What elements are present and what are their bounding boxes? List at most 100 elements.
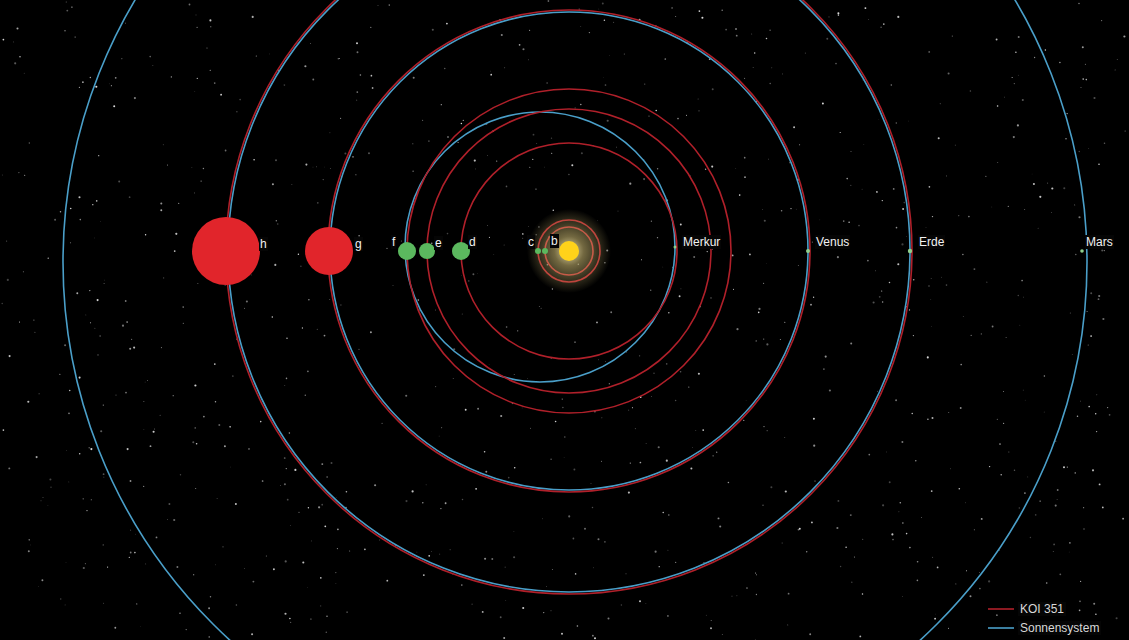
star-dot bbox=[785, 490, 787, 492]
star-dot bbox=[1, 174, 3, 176]
star-dot bbox=[913, 335, 914, 336]
star-dot bbox=[370, 331, 372, 333]
star-dot bbox=[979, 572, 981, 574]
star-dot bbox=[766, 38, 768, 40]
star-dot bbox=[413, 77, 415, 79]
star-dot bbox=[1123, 35, 1125, 37]
star-dot bbox=[196, 27, 197, 28]
star-dot bbox=[14, 62, 16, 64]
star-dot bbox=[917, 561, 919, 563]
star-dot bbox=[1000, 474, 1001, 475]
star-dot bbox=[64, 344, 66, 346]
star-dot bbox=[1065, 138, 1067, 140]
star-dot bbox=[284, 613, 286, 615]
star-dot bbox=[749, 253, 751, 255]
star-dot bbox=[624, 53, 625, 54]
star-dot bbox=[675, 400, 677, 402]
star-dot bbox=[503, 637, 505, 639]
star-dot bbox=[912, 413, 913, 414]
star-dot bbox=[298, 253, 299, 254]
legend-text: Sonnensystem bbox=[1018, 621, 1101, 635]
star-dot bbox=[195, 427, 196, 428]
star-dot bbox=[195, 488, 196, 489]
star-dot bbox=[529, 30, 530, 31]
star-dot bbox=[743, 420, 744, 421]
star-dot bbox=[886, 451, 888, 453]
star-dot bbox=[535, 189, 536, 190]
star-dot bbox=[548, 0, 550, 2]
star-dot bbox=[568, 515, 570, 517]
star-dot bbox=[744, 157, 746, 159]
star-dot bbox=[145, 234, 146, 235]
star-dot bbox=[364, 548, 366, 550]
star-dot bbox=[113, 105, 115, 107]
star-dot bbox=[1008, 206, 1009, 207]
star-dot bbox=[1082, 78, 1084, 80]
star-dot bbox=[950, 468, 952, 470]
star-dot bbox=[1088, 345, 1089, 346]
star-dot bbox=[697, 98, 699, 100]
star-dot bbox=[819, 219, 821, 221]
star-dot bbox=[826, 38, 828, 40]
star-dot bbox=[736, 328, 738, 330]
star-dot bbox=[577, 625, 579, 627]
star-dot bbox=[284, 84, 286, 86]
star-dot bbox=[150, 445, 152, 447]
star-dot bbox=[663, 512, 664, 513]
star-dot bbox=[906, 533, 908, 535]
star-dot bbox=[103, 602, 105, 604]
star-dot bbox=[1013, 136, 1015, 138]
star-glow bbox=[527, 209, 611, 293]
star-dot bbox=[115, 77, 117, 79]
star-dot bbox=[69, 390, 71, 392]
star-dot bbox=[793, 126, 795, 128]
star-dot bbox=[657, 237, 658, 238]
star-dot bbox=[129, 196, 131, 198]
star-dot bbox=[1079, 609, 1081, 611]
star-dot bbox=[65, 1, 67, 3]
star-dot bbox=[273, 568, 275, 570]
star-dot bbox=[645, 443, 647, 445]
star-dot bbox=[711, 166, 713, 168]
star-dot bbox=[705, 169, 706, 170]
star-dot bbox=[781, 210, 783, 212]
star-dot bbox=[423, 574, 425, 576]
star-dot bbox=[1069, 542, 1071, 544]
star-dot bbox=[837, 256, 839, 258]
star-dot bbox=[881, 290, 882, 291]
star-dot bbox=[355, 174, 356, 175]
star-dot bbox=[970, 595, 972, 597]
star-dot bbox=[728, 482, 730, 484]
solar-planet-label: Merkur bbox=[682, 235, 721, 249]
star-dot bbox=[541, 518, 543, 520]
star-dot bbox=[440, 508, 441, 509]
star-dot bbox=[300, 266, 302, 268]
star-dot bbox=[2, 303, 3, 304]
star-dot bbox=[338, 58, 339, 59]
star-dot bbox=[929, 186, 931, 188]
star-dot bbox=[1035, 514, 1037, 516]
star-dot bbox=[163, 277, 164, 278]
star-dot bbox=[284, 385, 286, 387]
star-dot bbox=[928, 285, 929, 286]
star-dot bbox=[284, 457, 286, 459]
star-dot bbox=[508, 477, 510, 479]
star-dot bbox=[679, 295, 681, 297]
star-dot bbox=[868, 19, 870, 21]
solar-planets bbox=[674, 246, 1084, 254]
star-dot bbox=[462, 313, 463, 314]
star-dot bbox=[931, 417, 933, 419]
star-dot bbox=[216, 498, 218, 500]
star-dot bbox=[710, 627, 712, 629]
star-dot bbox=[180, 474, 181, 475]
star-dot bbox=[374, 484, 376, 486]
star-dot bbox=[304, 65, 306, 67]
star-dot bbox=[143, 486, 144, 487]
star-dot bbox=[286, 337, 288, 339]
star-dot bbox=[1098, 163, 1100, 165]
star-dot bbox=[135, 533, 137, 535]
star-dot bbox=[635, 428, 636, 429]
star-dot bbox=[902, 208, 904, 210]
star-dot bbox=[754, 52, 755, 53]
solar-planet-label: Erde bbox=[918, 235, 945, 249]
